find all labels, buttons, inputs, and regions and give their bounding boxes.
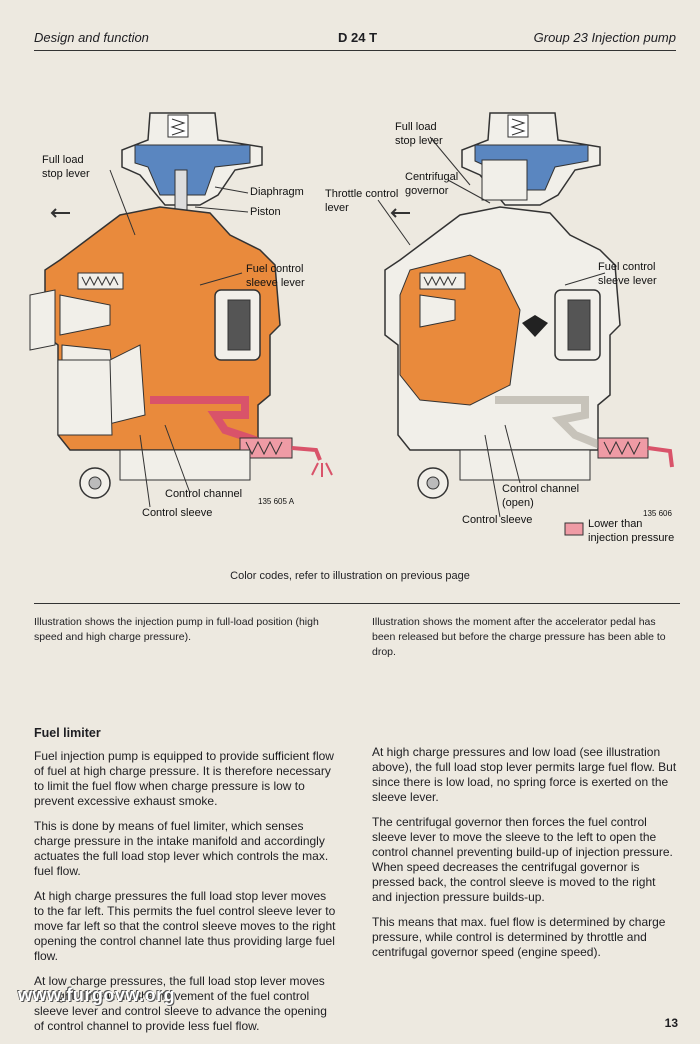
label-control-sleeve-left: Control sleeve bbox=[142, 507, 213, 519]
label-piston: Piston bbox=[250, 206, 281, 218]
left-column: Fuel limiter Fuel injection pump is equi… bbox=[34, 726, 339, 1044]
label-full-load-stop-lever-left: Full load stop lever bbox=[42, 154, 90, 180]
label-diaphragm: Diaphragm bbox=[250, 186, 304, 198]
divider bbox=[34, 603, 680, 604]
label-control-channel-left: Control channel bbox=[165, 488, 243, 500]
section-title: Design and function bbox=[34, 30, 149, 45]
page-number: 13 bbox=[664, 1016, 678, 1030]
pump-illustrations bbox=[29, 112, 674, 536]
intro-right: Illustration shows the moment after the … bbox=[372, 616, 666, 658]
paragraph: At high charge pressures and low load (s… bbox=[372, 745, 677, 804]
left-pump-drawing bbox=[29, 112, 333, 508]
label-control-sleeve-right: Control sleeve bbox=[462, 514, 533, 526]
page-header: Design and function D 24 T Group 23 Inje… bbox=[34, 28, 676, 51]
paragraph: This is done by means of fuel limiter, w… bbox=[34, 819, 329, 878]
paragraph: This means that max. fuel flow is determ… bbox=[372, 915, 666, 959]
paragraph: Fuel injection pump is equipped to provi… bbox=[34, 749, 334, 808]
label-control-channel-open: Control channel (open) bbox=[502, 483, 580, 509]
label-centrifugal-governor: Centrifugal governor bbox=[405, 171, 459, 197]
legend-swatch bbox=[564, 522, 584, 536]
figure-caption: Color codes, refer to illustration on pr… bbox=[230, 570, 470, 582]
right-pump-drawing bbox=[377, 112, 674, 536]
label-throttle-control-lever: Throttle control lever bbox=[325, 188, 399, 214]
paragraph: At high charge pressures the full load s… bbox=[34, 889, 336, 963]
right-column: At high charge pressures and low load (s… bbox=[372, 745, 677, 970]
figure-ref-right: 135 606 bbox=[643, 509, 672, 518]
label-fuel-control-sleeve-lever-right: Fuel control sleeve lever bbox=[598, 261, 657, 287]
section-heading: Fuel limiter bbox=[34, 726, 101, 740]
injection-pump-figure: Full load stop lever Diaphragm Piston Fu… bbox=[0, 95, 700, 575]
label-full-load-stop-lever-right: Full load stop lever bbox=[395, 121, 443, 147]
figure-ref-left: 135 605 A bbox=[258, 497, 295, 506]
intro-left: Illustration shows the injection pump in… bbox=[34, 616, 319, 643]
group-title: Group 23 Injection pump bbox=[533, 30, 676, 45]
model-title: D 24 T bbox=[338, 30, 378, 45]
paragraph: The centrifugal governor then forces the… bbox=[372, 815, 673, 904]
legend-label: Lower than injection pressure bbox=[588, 518, 675, 544]
label-fuel-control-sleeve-lever-left: Fuel control sleeve lever bbox=[246, 263, 305, 289]
watermark: www.furgovw.org bbox=[18, 985, 176, 1005]
